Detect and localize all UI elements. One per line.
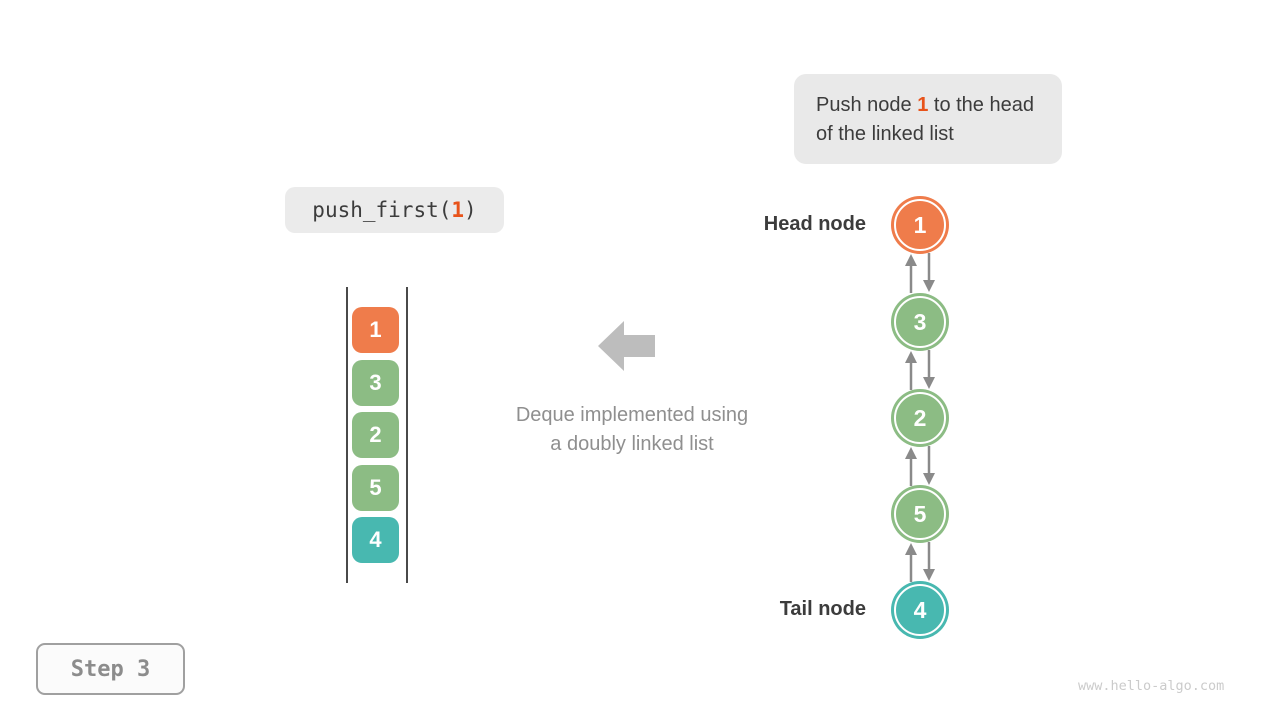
callout-highlight-value: 1: [917, 94, 929, 116]
caption-line2: a doubly linked list: [550, 433, 714, 455]
stack-item: 2: [352, 412, 399, 458]
watermark: www.hello-algo.com: [1078, 678, 1225, 694]
stack-item: 4: [352, 517, 399, 563]
linked-list-node: 2: [894, 392, 946, 444]
head-node-label: Head node: [763, 213, 866, 235]
diagram-caption: Deque implemented using a doubly linked …: [482, 401, 782, 459]
linked-list-node: 1: [894, 199, 946, 251]
callout-box: Push node 1 to the head of the linked li…: [794, 74, 1062, 164]
stack-item: 1: [352, 307, 399, 353]
stack-rail-left: [346, 287, 348, 583]
linked-list-node: 4: [894, 584, 946, 636]
double-arrow-icon: [905, 542, 935, 582]
stack-rail-right: [406, 287, 408, 583]
code-fn: push_first(: [312, 198, 452, 222]
tail-node-label: Tail node: [779, 598, 866, 620]
block-arrow-left-icon: [598, 321, 655, 371]
code-label: push_first(1): [285, 187, 504, 233]
code-close: ): [464, 198, 477, 222]
caption-line1: Deque implemented using: [515, 404, 749, 426]
stack-item: 5: [352, 465, 399, 511]
step-badge: Step 3: [36, 643, 185, 695]
stack-item: 3: [352, 360, 399, 406]
code-arg: 1: [451, 198, 465, 222]
linked-list-node: 5: [894, 488, 946, 540]
callout-text-prefix: Push node: [816, 94, 912, 116]
callout-text-suffix: to the head of the linked list: [816, 94, 1034, 145]
double-arrow-icon: [905, 446, 935, 486]
linked-list-node: 3: [894, 296, 946, 348]
double-arrow-icon: [905, 350, 935, 390]
double-arrow-icon: [905, 253, 935, 293]
